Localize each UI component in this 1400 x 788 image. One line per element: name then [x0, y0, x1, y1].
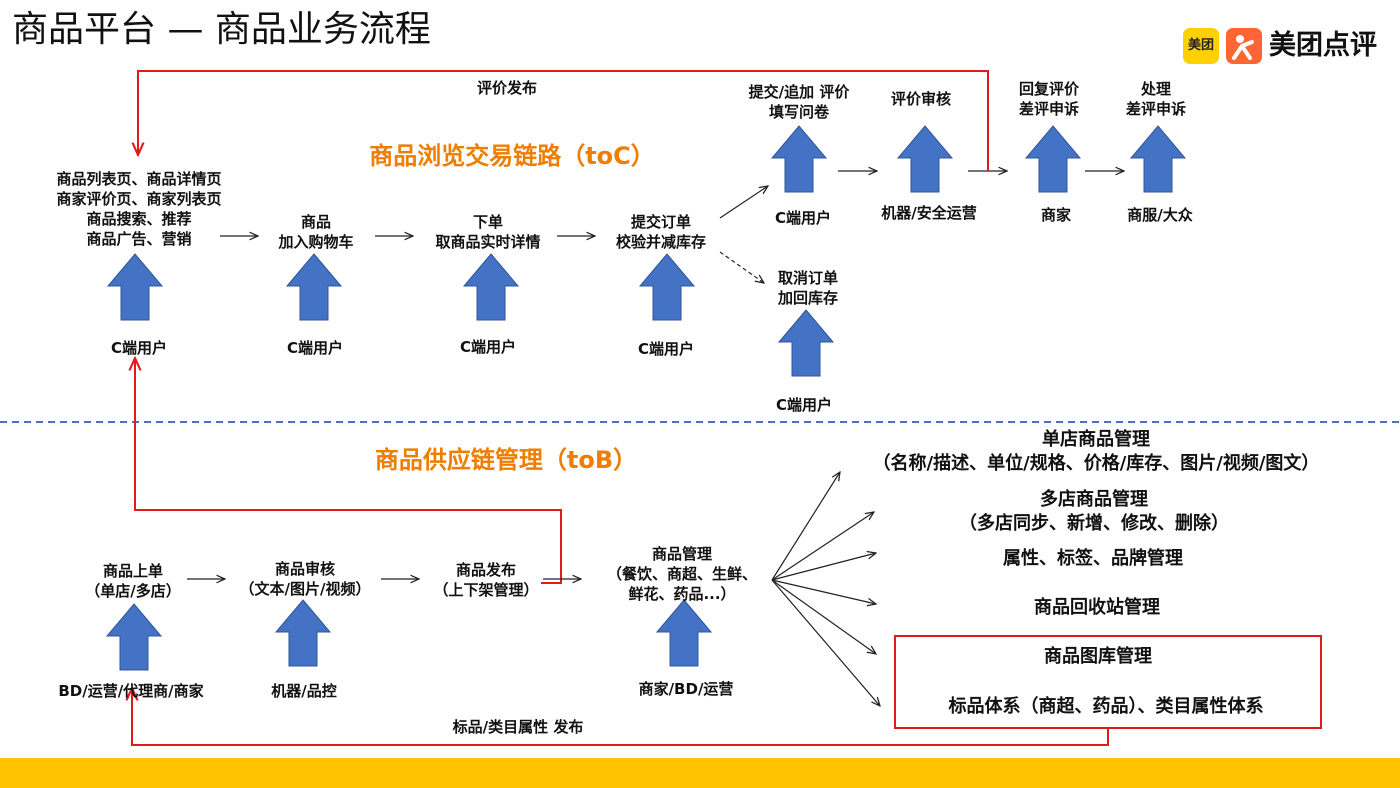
node-submit-review: 提交/追加 评价 填写问卷: [749, 82, 850, 122]
node-listing-line: 商品上单: [102, 562, 164, 580]
tob-section-title: 商品供应链管理（toB）: [374, 446, 638, 474]
logo-brand-text: 美团点评: [1269, 30, 1377, 61]
arrow-manage-to-recycle: [771, 579, 876, 604]
node-attributes-manage: 属性、标签、品牌管理: [1003, 548, 1183, 569]
node-order-line: 下单: [472, 213, 504, 231]
node-listing-line: （单店/多店）: [85, 582, 181, 600]
actor-service: 商服/大众: [1127, 206, 1193, 224]
arrow-manage-to-library-top: [771, 579, 876, 654]
node-browse-line: 商品搜索、推荐: [86, 210, 192, 228]
actor-machine-qc: 机器/品控: [271, 682, 337, 700]
node-product-review: 商品审核 （文本/图片/视频）: [240, 559, 371, 599]
node-cart-line: 商品: [300, 213, 332, 231]
node-multi-store-line: 多店商品管理: [1040, 489, 1148, 510]
node-multi-store-manage: 多店商品管理 （多店同步、新增、修改、删除）: [959, 488, 1229, 536]
actor-bd-ops: BD/运营/代理商/商家: [58, 682, 204, 700]
up-arrow-icon: [639, 253, 695, 321]
node-manage-line: （餐饮、商超、生鲜、: [606, 565, 758, 583]
node-order-line: 取商品实时详情: [435, 233, 541, 251]
node-product-listing: 商品上单 （单店/多店）: [85, 561, 180, 601]
arrow-manage-to-single-store: [771, 472, 840, 581]
actor-c-user: C端用户: [286, 339, 344, 357]
node-reply-line: 回复评价: [1018, 80, 1080, 98]
node-manage-line: 商品管理: [651, 545, 713, 563]
node-single-store-line: （名称/描述、单位/规格、价格/库存、图片/视频/图文）: [872, 453, 1320, 474]
toc-section-title: 商品浏览交易链路（toC）: [369, 142, 655, 170]
footer-bar: [0, 758, 1400, 788]
node-publish-line: 商品发布: [455, 561, 517, 579]
up-arrow-icon: [771, 125, 827, 193]
meituan-badge-icon: 美团: [1183, 28, 1219, 64]
node-review-line: 提交/追加 评价: [748, 83, 850, 101]
up-arrow-icon: [1130, 125, 1186, 193]
node-browse-line: 商品广告、营销: [86, 230, 192, 248]
actor-c-user: C端用户: [459, 338, 517, 356]
node-handle-line: 处理: [1140, 80, 1172, 98]
up-arrow-icon: [107, 253, 163, 321]
library-highlight-box: [894, 635, 1322, 729]
up-arrow-icon: [106, 603, 162, 671]
arrow-manage-to-attributes: [771, 553, 876, 581]
node-submit-order: 提交订单 校验并减库存: [616, 212, 706, 252]
node-tob-review-line: （文本/图片/视频）: [239, 580, 371, 598]
page-title: 商品平台 — 商品业务流程: [12, 9, 431, 50]
up-arrow-icon: [1025, 125, 1081, 193]
node-multi-store-line: （多店同步、新增、修改、删除）: [959, 513, 1229, 534]
up-arrow-icon: [778, 309, 834, 377]
arrow-manage-to-multi-store: [771, 512, 874, 581]
node-reply-review: 回复评价 差评申诉: [1019, 79, 1079, 119]
node-product-manage: 商品管理 （餐饮、商超、生鲜、 鲜花、药品...）: [607, 544, 757, 604]
node-single-store-manage: 单店商品管理 （名称/描述、单位/规格、价格/库存、图片/视频/图文）: [873, 428, 1320, 476]
node-library-title: 商品图库管理: [1044, 646, 1152, 667]
node-tob-review-line: 商品审核: [274, 560, 335, 578]
red-loop-standard-publish: [132, 688, 1109, 746]
node-submit-line: 提交订单: [630, 213, 692, 231]
arrow-manage-to-library-bottom: [771, 579, 880, 706]
red-loop-review-publish: [138, 70, 989, 171]
node-browse-line: 商家评价页、商家列表页: [56, 190, 222, 208]
node-submit-line: 校验并减库存: [615, 233, 707, 251]
up-arrow-icon: [463, 253, 519, 321]
up-arrow-icon: [897, 125, 953, 193]
node-product-publish: 商品发布 （上下架管理）: [433, 560, 538, 600]
arrow-submit-to-review: [719, 186, 768, 219]
actor-c-user: C端用户: [774, 209, 832, 227]
arrow-submit-to-cancel: [719, 251, 764, 283]
standard-publish-label: 标品/类目属性 发布: [452, 718, 584, 736]
node-library-desc: 标品体系（商超、药品）、类目属性体系: [948, 696, 1264, 717]
node-cart-line: 加入购物车: [278, 233, 354, 251]
actor-merchant: 商家: [1040, 206, 1072, 224]
node-manage-line: 鲜花、药品...）: [628, 585, 736, 603]
up-arrow-icon: [286, 253, 342, 321]
node-cancel-order: 取消订单 加回库存: [778, 268, 838, 308]
node-review-line: 填写问卷: [768, 103, 830, 121]
node-review-audit: 评价审核: [890, 90, 952, 108]
red-loop-publish-to-toc: [135, 358, 562, 584]
dianping-badge-icon: [1226, 28, 1262, 64]
node-browse: 商品列表页、商品详情页 商家评价页、商家列表页 商品搜索、推荐 商品广告、营销: [56, 169, 221, 249]
node-handle-appeal: 处理 差评申诉: [1126, 79, 1186, 119]
up-arrow-icon: [656, 599, 712, 667]
node-handle-line: 差评申诉: [1125, 100, 1187, 118]
actor-machine-security: 机器/安全运营: [881, 204, 977, 222]
node-order: 下单 取商品实时详情: [435, 212, 540, 252]
actor-c-user: C端用户: [637, 340, 695, 358]
review-publish-label: 评价发布: [476, 79, 538, 97]
actor-c-user: C端用户: [775, 396, 833, 414]
node-cancel-line: 取消订单: [777, 269, 839, 287]
node-publish-line: （上下架管理）: [433, 581, 539, 599]
node-cart: 商品 加入购物车: [278, 212, 353, 252]
actor-c-user: C端用户: [110, 339, 168, 357]
node-reply-line: 差评申诉: [1018, 100, 1080, 118]
node-cancel-line: 加回库存: [777, 289, 839, 307]
node-single-store-line: 单店商品管理: [1042, 429, 1150, 450]
up-arrow-icon: [275, 599, 331, 667]
node-recycle-manage: 商品回收站管理: [1034, 597, 1160, 618]
node-browse-line: 商品列表页、商品详情页: [56, 170, 222, 188]
actor-merchant-bd: 商家/BD/运营: [638, 680, 734, 698]
